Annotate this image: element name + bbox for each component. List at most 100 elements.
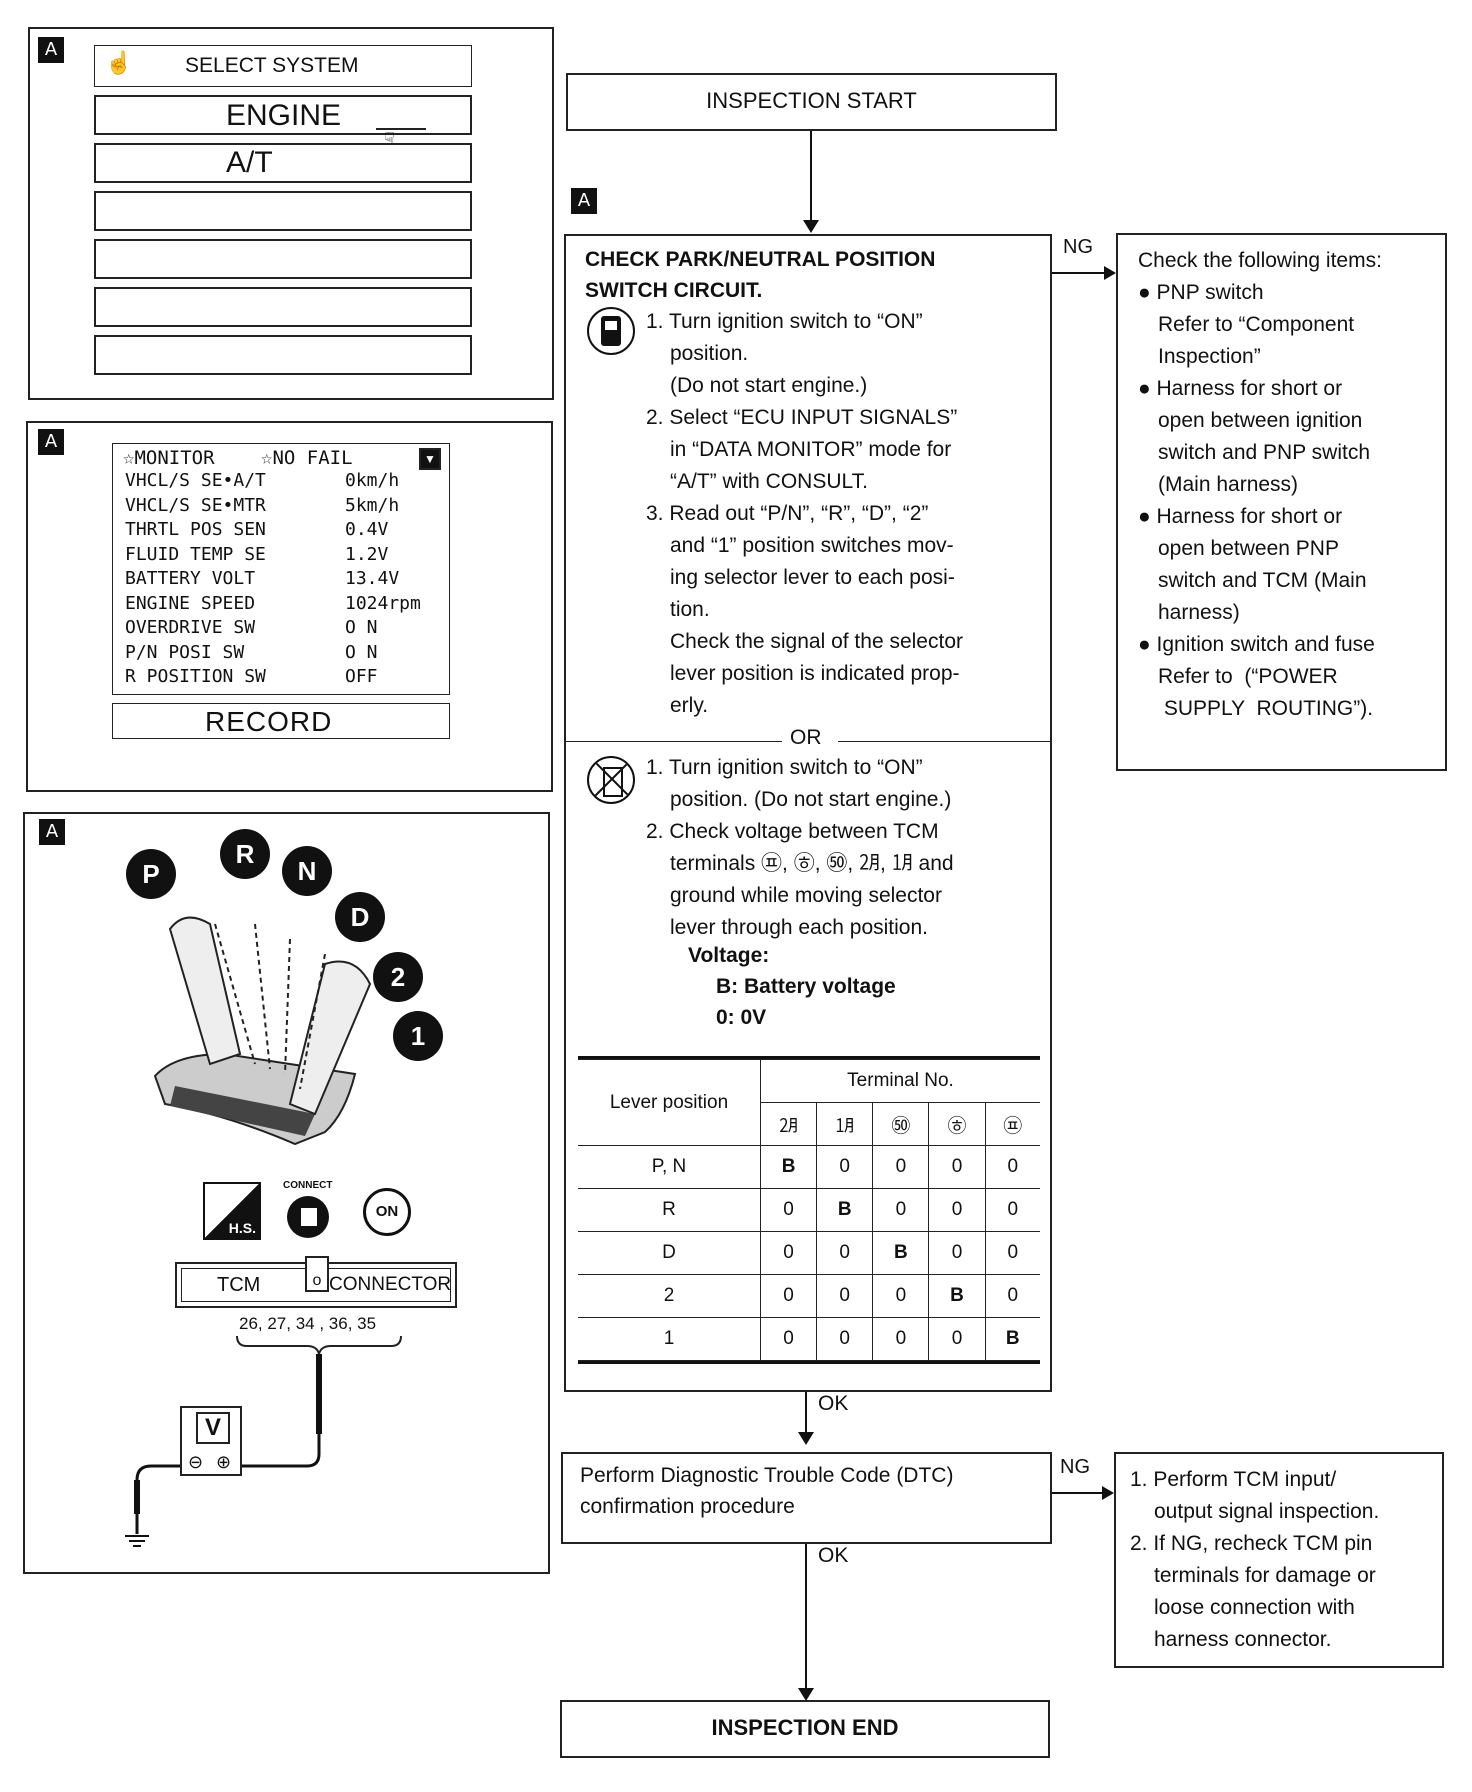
ng-item-line: ● PNP switch	[1138, 281, 1264, 304]
ng-step-line: 2. If NG, recheck TCM pin	[1130, 1532, 1373, 1555]
terminal-column-header: ㉭	[928, 1102, 986, 1146]
record-button[interactable]: RECORD	[112, 703, 450, 739]
lever-position-cell: D	[578, 1231, 761, 1275]
terminal-value-cell: 0	[759, 1274, 818, 1318]
terminal-value-cell: 0	[759, 1188, 818, 1232]
system-item-empty[interactable]	[94, 239, 472, 279]
ng-tcm-steps: 1. Perform TCM input/output signal inspe…	[1130, 1464, 1442, 1656]
terminal-column-header: ㊿	[872, 1102, 930, 1146]
system-item-engine[interactable]: ENGINE	[94, 95, 472, 135]
ng-step-line: loose connection with	[1154, 1596, 1355, 1619]
terminal-value-cell: 0	[759, 1231, 818, 1275]
harness-side-icon: H.S.	[203, 1182, 261, 1240]
ng-label: NG	[1063, 236, 1093, 258]
terminals-label: 26, 27, 34 , 36, 35	[239, 1314, 377, 1333]
flow-connector	[1052, 272, 1106, 274]
ng-item-line: Refer to (“POWER	[1158, 665, 1338, 688]
flow-connector	[1052, 1492, 1104, 1494]
manual-step-line: 1. Turn ignition switch to “ON”	[646, 756, 923, 779]
monitor-row: BATTERY VOLT 13.4V	[125, 568, 445, 593]
monitor-header-left: ☆MONITOR	[123, 447, 215, 469]
ng-item-line: Refer to “Component	[1158, 313, 1355, 336]
lever-position-cell: 2	[578, 1274, 761, 1318]
ng-tcm-inspection-box: 1. Perform TCM input/output signal inspe…	[1114, 1452, 1444, 1668]
ng-step-line: 1. Perform TCM input/	[1130, 1468, 1337, 1491]
manual-step-line: lever through each position.	[670, 916, 928, 939]
no-consult-icon	[587, 756, 635, 804]
lever-p	[168, 916, 242, 1066]
connector-icon	[287, 1196, 329, 1238]
manual-step-line: 2. Check voltage between TCM	[646, 820, 939, 843]
position-r-marker: R	[220, 829, 270, 879]
hand-cursor-icon	[376, 128, 426, 130]
terminal-value-cell: 0	[759, 1317, 818, 1361]
lever-d	[288, 960, 372, 1116]
consult-step-line: erly.	[670, 694, 709, 717]
terminal-value-cell: 0	[984, 1188, 1040, 1232]
minus-terminal-icon: ⊖	[188, 1452, 204, 1472]
lever-position-cell: 1	[578, 1317, 761, 1361]
consult-step-line: ing selector lever to each posi-	[670, 566, 955, 589]
arrow-right-icon	[1104, 266, 1116, 280]
terminal-header: Terminal No.	[760, 1059, 1040, 1103]
flow-connector	[810, 131, 812, 226]
ng-label: NG	[1060, 1456, 1090, 1478]
system-item-empty[interactable]	[94, 191, 472, 231]
consult-step-line: “A/T” with CONSULT.	[670, 470, 868, 493]
panel-badge: A	[38, 37, 64, 63]
consult-step-line: 3. Read out “P/N”, “R”, “D”, “2”	[646, 502, 929, 525]
flow-badge: A	[571, 188, 597, 214]
terminal-value-cell: 0	[984, 1231, 1040, 1275]
arrow-down-icon	[803, 220, 819, 233]
manual-step-line: ground while moving selector	[670, 884, 942, 907]
panel-badge: A	[38, 429, 64, 455]
ignition-on-icon: ON	[363, 1188, 411, 1236]
monitor-header-right: ☆NO FAIL	[261, 447, 353, 469]
monitor-value: O N	[345, 641, 378, 663]
consult-step-line: 1. Turn ignition switch to “ON”	[646, 310, 923, 333]
inspection-start-label: INSPECTION START	[706, 88, 917, 113]
system-item-empty[interactable]	[94, 287, 472, 327]
hs-label: H.S.	[228, 1220, 256, 1236]
terminal-value-cell: 0	[872, 1317, 930, 1361]
terminal-value-cell: B	[759, 1145, 818, 1189]
monitor-value: OFF	[345, 666, 378, 687]
monitor-value: 0.4V	[345, 519, 389, 540]
terminal-value-cell: B	[928, 1274, 986, 1318]
terminal-value-cell: 0	[984, 1145, 1040, 1189]
voltage-0: 0: 0V	[716, 1006, 767, 1029]
selector-panel: A P R N D 2 1 H.S. CONNECT ON TCM o CONN…	[23, 812, 550, 1574]
or-divider-right	[838, 741, 1052, 742]
consult-step-line: (Do not start engine.)	[670, 374, 868, 397]
monitor-label: BATTERY VOLT	[125, 568, 256, 589]
lever-ghost	[214, 923, 256, 1065]
gate-slot	[170, 1086, 315, 1136]
scroll-down-icon[interactable]: ▼	[419, 448, 441, 470]
ng-item-line: harness)	[1158, 601, 1240, 624]
consult-step-line: lever position is indicated prop-	[670, 662, 960, 685]
system-item-at[interactable]: A/T	[94, 143, 472, 183]
plus-terminal-icon: ⊕	[216, 1452, 232, 1472]
terminal-value-cell: 0	[928, 1145, 986, 1189]
terminal-value-cell: B	[984, 1317, 1040, 1361]
consult-step-line: in “DATA MONITOR” mode for	[670, 438, 952, 461]
select-system-panel: A ☝ SELECT SYSTEM ENGINE ☟ A/T	[28, 27, 554, 400]
consult-step-line: position.	[670, 342, 749, 365]
ng-item-line: switch and TCM (Main	[1158, 569, 1367, 592]
arrow-down-icon	[798, 1688, 814, 1701]
inspection-start-box: INSPECTION START	[566, 73, 1057, 131]
ng-item-line: (Main harness)	[1158, 473, 1299, 496]
monitor-value: 13.4V	[345, 568, 400, 589]
hand-pointer-icon: ☝	[105, 50, 133, 75]
system-item-empty[interactable]	[94, 335, 472, 375]
arrow-right-icon	[1102, 1486, 1114, 1500]
